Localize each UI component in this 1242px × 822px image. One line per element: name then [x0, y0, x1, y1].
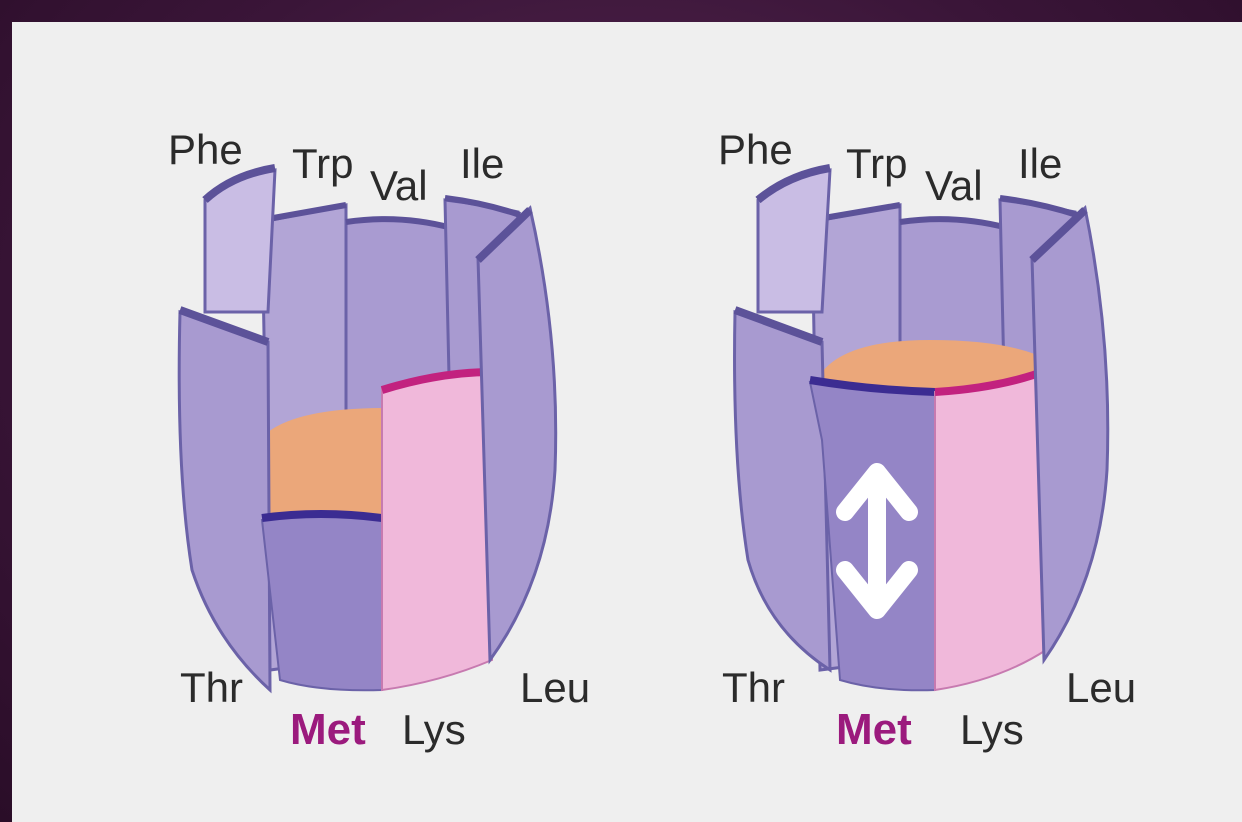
- label-lys-right: Lys: [960, 706, 1024, 753]
- stave-leu-right: [1032, 208, 1108, 660]
- label-leu-right: Leu: [1066, 664, 1136, 711]
- stave-thr-right: [735, 312, 830, 670]
- barrel-right: [735, 168, 1108, 690]
- stave-lys-left: [382, 372, 492, 690]
- label-trp-left: Trp: [292, 140, 353, 187]
- label-met-left: Met: [290, 705, 366, 754]
- label-phe-right: Phe: [718, 126, 793, 173]
- barrel-left: [179, 168, 556, 690]
- label-thr-left: Thr: [180, 664, 243, 711]
- label-trp-right: Trp: [846, 140, 907, 187]
- label-ile-left: Ile: [460, 140, 504, 187]
- label-thr-right: Thr: [722, 664, 785, 711]
- label-met-right: Met: [836, 705, 912, 754]
- stave-thr-left: [179, 312, 270, 690]
- met-rim-left: [262, 514, 382, 518]
- stave-lys-right: [935, 370, 1048, 690]
- label-lys-left: Lys: [402, 706, 466, 753]
- stave-leu-left: [478, 208, 556, 660]
- label-val-right: Val: [925, 162, 983, 209]
- pocket-floor-left: [268, 408, 385, 520]
- stave-met-left: [262, 515, 382, 690]
- label-leu-left: Leu: [520, 664, 590, 711]
- label-phe-left: Phe: [168, 126, 243, 173]
- label-val-left: Val: [370, 162, 428, 209]
- label-ile-right: Ile: [1018, 140, 1062, 187]
